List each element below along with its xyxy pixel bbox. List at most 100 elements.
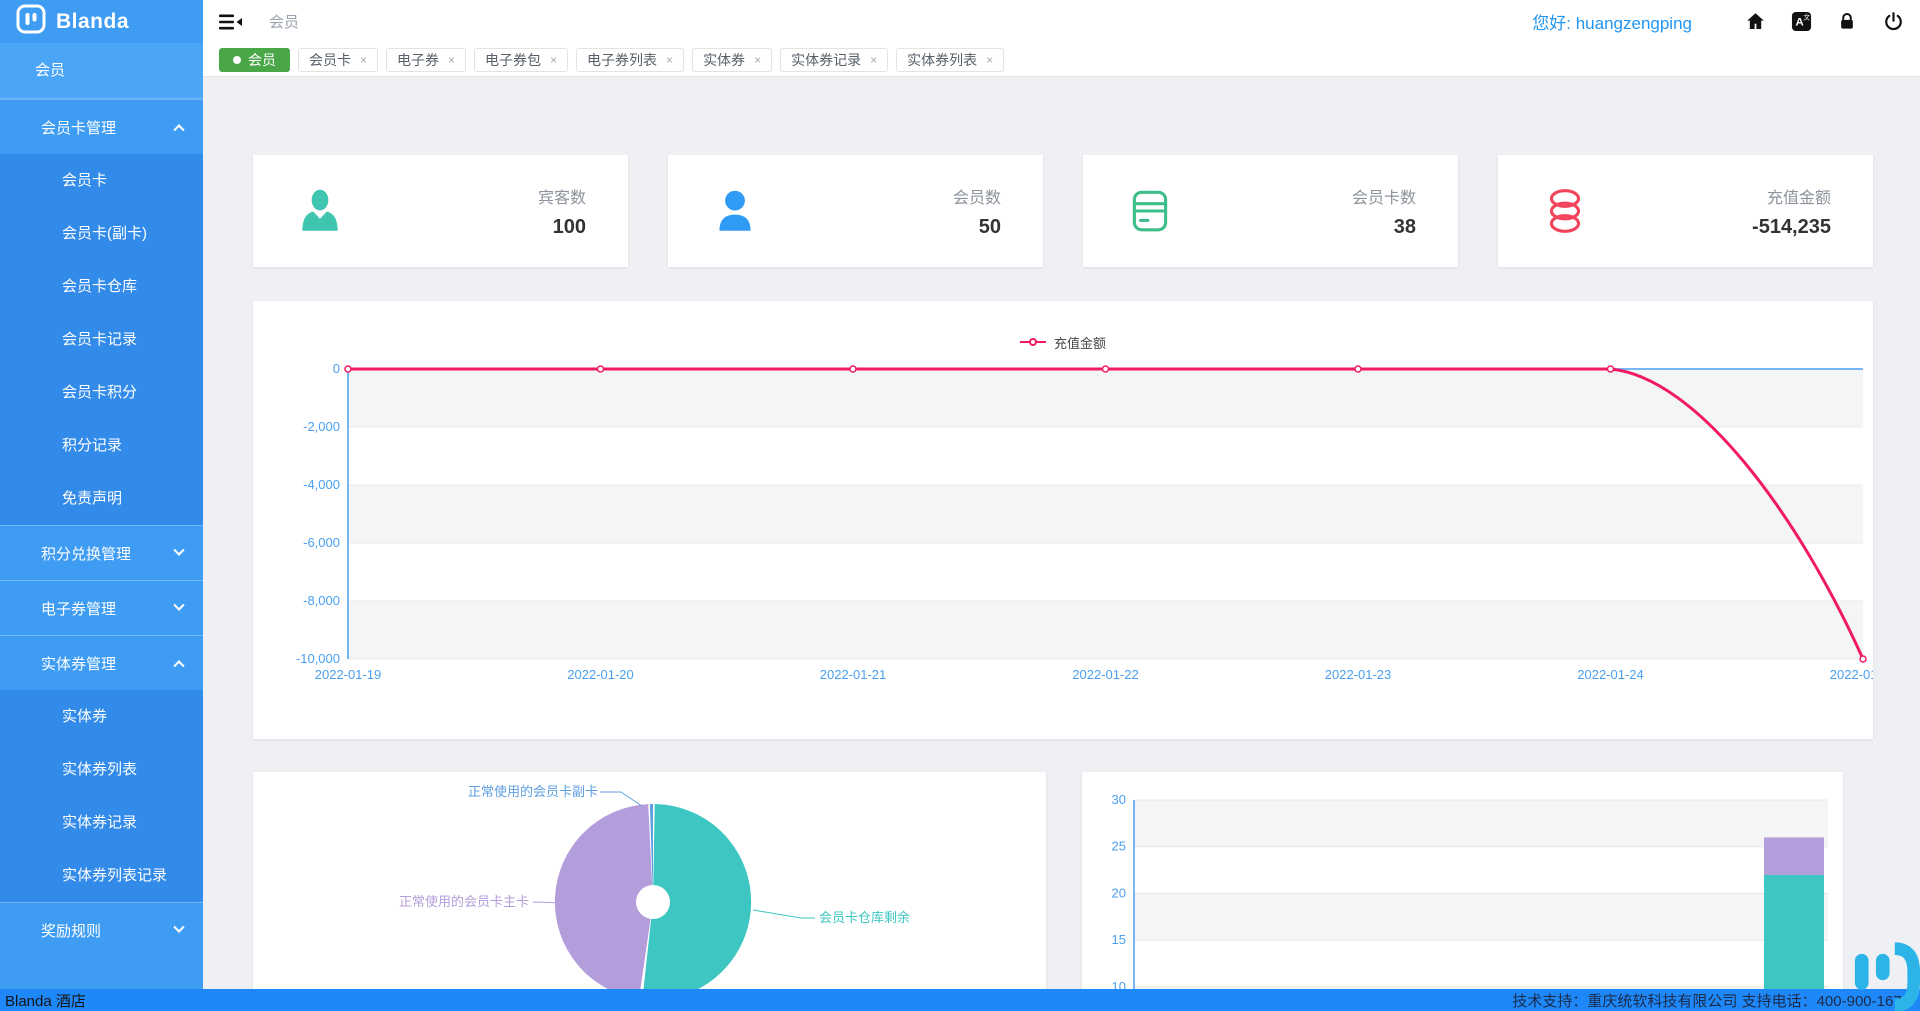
watermark-logo-icon [1836, 935, 1920, 1011]
close-icon[interactable]: × [666, 52, 674, 67]
sidebar-item-7-sub[interactable]: 积分记录 [0, 419, 203, 472]
svg-text:2022-01-25: 2022-01-25 [1830, 667, 1873, 682]
svg-text:2022-01-21: 2022-01-21 [820, 667, 887, 682]
lock-icon[interactable] [1836, 11, 1858, 33]
chevron-up-icon [173, 660, 185, 672]
sidebar-item-16-section[interactable]: 奖励规则 [0, 902, 203, 957]
blanda-logo-icon [16, 4, 46, 39]
tab-6[interactable]: 实体券记录× [780, 47, 889, 72]
svg-text:25: 25 [1112, 839, 1126, 854]
sidebar-item-9-section[interactable]: 积分兑换管理 [0, 525, 203, 580]
svg-text:-2,000: -2,000 [303, 419, 340, 434]
close-icon[interactable]: × [870, 52, 878, 67]
home-icon[interactable] [1744, 11, 1766, 33]
stat-card-2: 会员卡数 38 [1083, 155, 1458, 267]
svg-text:2022-01-24: 2022-01-24 [1577, 667, 1644, 682]
tab-1[interactable]: 会员卡 × [298, 47, 379, 72]
sidebar-item-10-section[interactable]: 电子券管理 [0, 580, 203, 635]
stat-label: 宾客数 [537, 189, 586, 207]
sidebar-item-0-item[interactable]: 会员 [0, 43, 203, 99]
sidebar-item-3-sub[interactable]: 会员卡(副卡) [0, 207, 203, 260]
sidebar-item-4-sub[interactable]: 会员卡仓库 [0, 260, 203, 313]
footer-support-info: 技术支持：重庆统软科技有限公司 支持电话：400-900-1678 [1512, 992, 1910, 1010]
sidebar-item-11-section[interactable]: 实体券管理 [0, 635, 203, 690]
svg-text:2022-01-23: 2022-01-23 [1325, 667, 1392, 682]
sidebar-item-1-section[interactable]: 会员卡管理 [0, 99, 203, 154]
sidebar-item-15-sub[interactable]: 实体券列表记录 [0, 849, 203, 902]
sidebar-item-2-sub[interactable]: 会员卡 [0, 154, 203, 207]
member-icon [710, 186, 760, 236]
stat-card-0: 宾客数 100 [253, 155, 628, 267]
svg-text:-6,000: -6,000 [303, 535, 340, 550]
line-chart-legend[interactable]: 充值金额 [253, 301, 1873, 357]
svg-text:2022-01-22: 2022-01-22 [1072, 667, 1139, 682]
sidebar-menu: 会员会员卡管理会员卡会员卡(副卡)会员卡仓库会员卡记录会员卡积分积分记录免责声明… [0, 43, 203, 957]
brand-name: Blanda [56, 9, 130, 33]
sidebar-item-8-sub[interactable]: 免责声明 [0, 472, 203, 525]
stat-value: 38 [1393, 215, 1416, 238]
tab-2[interactable]: 电子券 × [386, 47, 467, 72]
svg-text:30: 30 [1112, 792, 1126, 807]
legend-label: 充值金额 [1053, 335, 1106, 351]
menu-fold-icon[interactable] [219, 12, 243, 32]
chevron-down-icon [173, 544, 185, 556]
tab-label: 实体券列表 [907, 51, 978, 68]
sidebar-item-6-sub[interactable]: 会员卡积分 [0, 366, 203, 419]
stat-label: 会员卡数 [1351, 189, 1416, 207]
svg-text:-4,000: -4,000 [303, 477, 340, 492]
legend-line-marker [1019, 338, 1046, 346]
svg-text:15: 15 [1112, 932, 1126, 947]
tab-label: 会员卡 [309, 51, 351, 68]
tab-3[interactable]: 电子券包 × [474, 47, 569, 72]
breadcrumb: 会员 [269, 14, 300, 31]
stat-value: 100 [552, 215, 586, 238]
close-icon[interactable]: × [754, 52, 762, 67]
tab-4[interactable]: 电子券列表 × [576, 47, 685, 72]
svg-text:正常使用的会员卡主卡: 正常使用的会员卡主卡 [399, 894, 529, 909]
coins-icon [1540, 186, 1590, 236]
sidebar: Blanda 会员会员卡管理会员卡会员卡(副卡)会员卡仓库会员卡记录会员卡积分积… [0, 0, 203, 1011]
sidebar-section-label: 实体券管理 [41, 655, 117, 673]
tab-0[interactable]: 会员 [219, 47, 290, 72]
svg-text:2022-01-19: 2022-01-19 [315, 667, 382, 682]
close-icon[interactable]: × [550, 52, 558, 67]
translate-icon[interactable]: A 文 [1790, 11, 1812, 33]
stat-value: 50 [978, 215, 1001, 238]
power-icon[interactable] [1882, 11, 1904, 33]
tab-7[interactable]: 实体券列表 × [896, 47, 1005, 72]
tab-label: 电子券 [397, 51, 440, 68]
close-icon[interactable]: × [360, 52, 368, 67]
user-greeting[interactable]: 您好: huangzengping [1532, 14, 1692, 33]
close-icon[interactable]: × [986, 52, 994, 67]
logo[interactable]: Blanda [0, 0, 203, 43]
header: 会员 您好: huangzengping A 文 [203, 0, 1920, 43]
sidebar-item-14-sub[interactable]: 实体券记录 [0, 796, 203, 849]
tab-5[interactable]: 实体券 × [692, 47, 773, 72]
active-dot-icon [233, 55, 241, 64]
stat-label: 会员数 [952, 189, 1001, 207]
sidebar-item-5-sub[interactable]: 会员卡记录 [0, 313, 203, 366]
chevron-down-icon [173, 599, 185, 611]
footer-hotel-name: Blanda 酒店 [5, 992, 86, 1010]
svg-text:文: 文 [1803, 13, 1810, 22]
card-icon [1125, 186, 1175, 236]
card-distribution-pie-card[interactable]: 正常使用的会员卡副卡正常使用的会员卡主卡会员卡仓库剩余 [253, 772, 1046, 989]
footer-bar: Blanda 酒店 技术支持：重庆统软科技有限公司 支持电话：400-900-1… [0, 989, 1920, 1011]
sidebar-item-12-sub[interactable]: 实体券 [0, 690, 203, 743]
svg-text:A: A [1795, 16, 1803, 28]
svg-text:-10,000: -10,000 [296, 651, 340, 666]
tab-label: 电子券包 [485, 51, 542, 68]
stat-card-3: 充值金额-514,235 [1498, 155, 1873, 267]
sidebar-section-label: 电子券管理 [41, 600, 117, 618]
tab-label: 实体券 [703, 51, 746, 68]
tab-label: 电子券列表 [587, 51, 658, 68]
sidebar-section-label: 会员卡管理 [41, 119, 117, 137]
close-icon[interactable]: × [448, 52, 456, 67]
tab-bar: 会员会员卡×电子券×电子券包×电子券列表×实体券×实体券记录×实体券列表× [203, 43, 1920, 77]
sidebar-item-13-sub[interactable]: 实体券列表 [0, 743, 203, 796]
